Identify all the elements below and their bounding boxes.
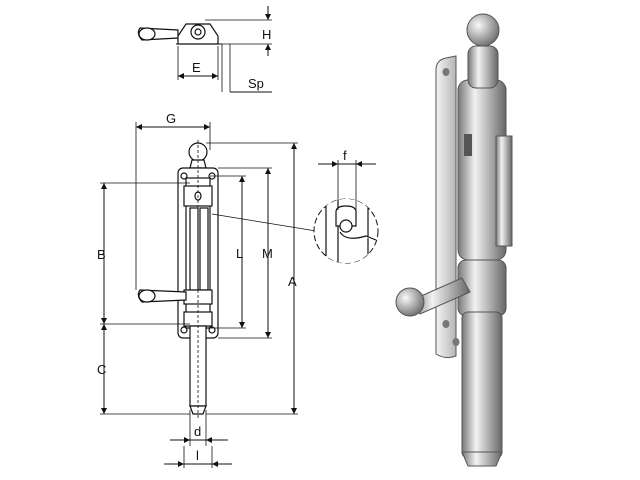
dim-label-Sp: Sp [248,76,264,91]
dim-label-E: E [192,60,201,75]
dim-label-d: d [194,424,201,439]
dim-label-G: G [166,111,176,126]
bolt-render [395,13,513,467]
dim-label-H: H [262,27,271,42]
dim-label-l: l [196,448,199,463]
render-plate [435,55,457,359]
front-view: G B C [97,111,317,468]
detail-view: f [313,148,379,264]
dim-label-L: L [236,246,243,261]
top-view: H E Sp [137,6,272,93]
dim-label-f: f [343,148,347,163]
dim-label-C: C [97,362,106,377]
dim-label-M: M [262,246,273,261]
dim-label-B: B [97,247,106,262]
render-bolt [461,311,503,459]
render-knob [466,13,500,47]
dim-label-A: A [288,274,297,289]
